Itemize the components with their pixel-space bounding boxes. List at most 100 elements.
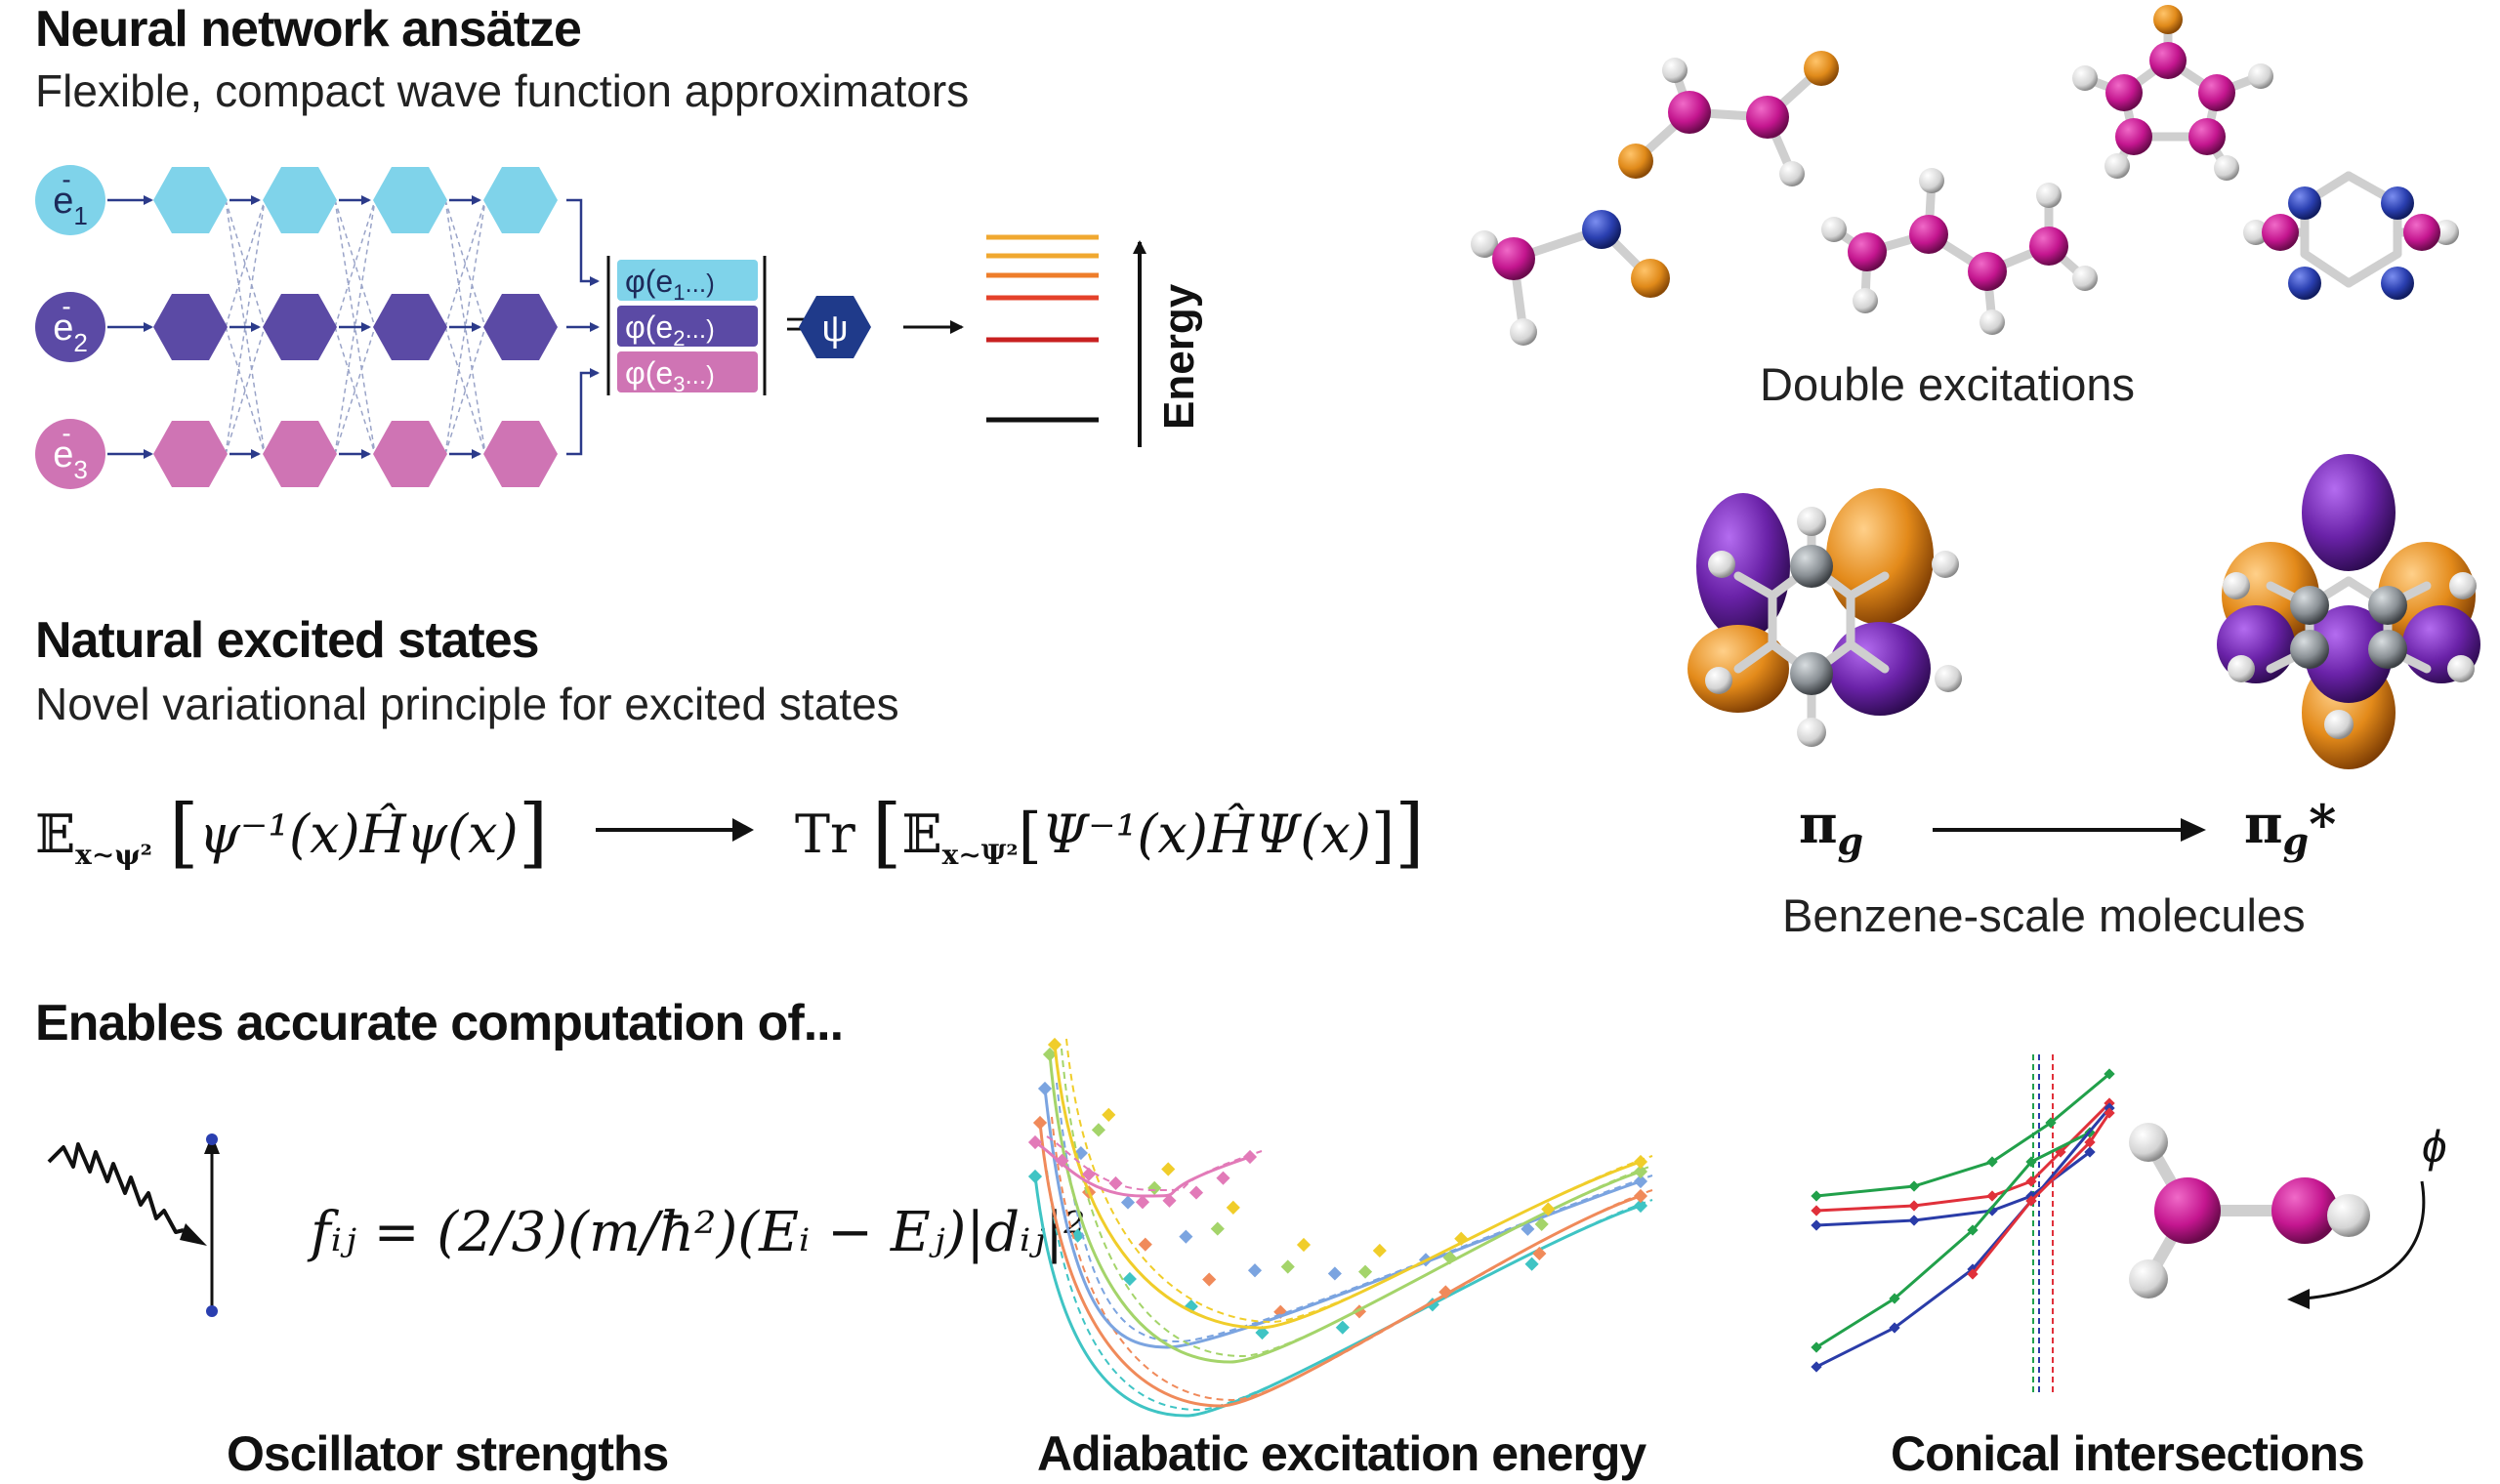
hydrogen-atom [1662,58,1688,83]
adiabatic-data-point [1327,1266,1342,1281]
expectation-symbol: 𝔼 [35,804,76,865]
double-excitation-molecules [1471,5,2459,346]
conical-data-point [2025,1175,2037,1187]
adiabatic-data-point [1242,1149,1258,1165]
benzene-transition-arrow [1933,818,2206,842]
nitrogen-atom [2288,186,2321,220]
cross-connection [444,199,486,455]
adiabatic-data-point [1357,1264,1373,1279]
equation-multi-state: Tr [𝔼x∼Ψ²[Ψ⁻¹(x)ĤΨ(x)]] [795,789,1425,877]
cross-connection [225,199,266,328]
adiabatic-data-point [1280,1259,1295,1274]
carbon-atom [2198,74,2235,111]
conical-state-line [1815,1072,2110,1198]
adiabatic-data-point [1188,1185,1204,1200]
bond [2300,249,2354,288]
input-e1: e1 - [35,164,105,235]
adiabatic-curve-line [1033,1175,1642,1418]
adiabatic-data-point [1108,1175,1123,1191]
adiabatic-data-point [1216,1171,1230,1185]
adiabatic-data-point [1335,1320,1350,1335]
orbital-row-1: φ(e1...) [617,260,758,305]
adiabatic-data-point [1633,1154,1648,1170]
adiabatic-curve-line [1034,1140,1251,1198]
conical-data-point [1811,1219,1822,1231]
network-connections [225,199,486,455]
adiabatic-data-point [1541,1202,1556,1216]
carbon-atom [2105,74,2143,111]
hydrogen-atom [2434,220,2459,245]
conical-state-curve [1967,1107,2115,1280]
adiabatic-data-point [1162,1193,1177,1208]
hidden-node-hexagon [263,294,337,360]
input-e2-label: e2 [53,308,88,357]
adiabatic-caption: Adiabatic excitation energy [1037,1426,1646,1481]
adiabatic-data-point [1247,1263,1263,1278]
cross-connection [225,199,266,455]
oxygen-atom [1804,51,1839,86]
adiabatic-data-point [1122,1271,1137,1287]
rotating-molecule: ϕ [2129,1121,2447,1309]
adiabatic-curve [1042,1047,1653,1364]
energy-axis-label: Energy [1155,283,1203,430]
conical-data-point [1889,1293,1900,1304]
svg-text:φ(e1...): φ(e1...) [625,264,715,305]
neural-network-subtitle: Flexible, compact wave function approxim… [35,65,970,116]
conical-data-point [2025,1195,2037,1207]
oscillator-equation: fᵢⱼ = (2/3)(m/ħ²)(Eᵢ − Eⱼ)|dᵢⱼ|² [311,1201,1086,1264]
adiabatic-curve [1037,1081,1653,1349]
conical-data-point [1986,1156,1998,1168]
adiabatic-curve-line [1038,1122,1642,1408]
hidden-node-hexagon [483,294,558,360]
adiabatic-data-point [1532,1246,1547,1261]
lower-state-dot [206,1305,218,1317]
adiabatic-data-point [1524,1257,1539,1271]
input-e1-label: e1 [53,181,88,230]
adiabatic-curve-line [1048,1053,1642,1364]
benzene-scale-label: Benzene-scale molecules [1782,889,2306,941]
network-nodes [107,167,558,487]
psi-label: ψ [821,309,848,350]
carbon-atom [2149,42,2187,79]
adiabatic-data-point [1296,1237,1312,1253]
cross-connection [334,199,376,328]
hydrogen-atom [2214,155,2239,181]
adiabatic-data-point [1081,1167,1097,1181]
conical-data-point [2104,1107,2115,1119]
hydrogen-atom [1471,230,1498,258]
psi-hexagon [799,296,871,358]
cross-connection [444,326,486,455]
carbon-atom [2029,227,2068,266]
hydrogen-atom [2072,65,2098,91]
oxygen-atom [1631,259,1670,298]
double-excitations-label: Double excitations [1760,358,2136,410]
adiabatic-data-point [1037,1081,1053,1096]
pi-g-label: πg [1799,793,1864,863]
conical-data-point [1908,1200,1920,1212]
hidden-node-hexagon [263,167,337,233]
equation-arrow [596,818,754,842]
rotation-arrow [2304,1180,2426,1300]
adiabatic-data-point [1454,1231,1469,1246]
upper-state-dot [206,1134,218,1145]
adiabatic-data-point [1047,1037,1062,1052]
adiabatic-curve-dashed [1065,1038,1653,1324]
hidden-node-hexagon [373,421,447,487]
adiabatic-curve-dashed [1061,1048,1653,1358]
adiabatic-data-point [1055,1153,1069,1168]
cross-connection [225,199,266,455]
pi-g-star-orbital [2217,454,2480,769]
equals-sign: = [785,303,808,346]
conical-caption: Conical intersections [1891,1426,2365,1481]
adiabatic-data-point [1633,1198,1648,1214]
cross-connection [444,199,486,328]
hidden-node-hexagon [153,421,228,487]
cross-connection [225,326,266,455]
cross-connection [334,199,376,455]
neural-network-title: Neural network ansätze [35,1,582,58]
input-e2: e2 - [35,291,105,362]
adiabatic-data-point [1147,1180,1162,1195]
angle-phi-label: ϕ [2422,1121,2447,1172]
energy-levels [986,234,1099,423]
adiabatic-curve-dashed [1046,1170,1653,1412]
